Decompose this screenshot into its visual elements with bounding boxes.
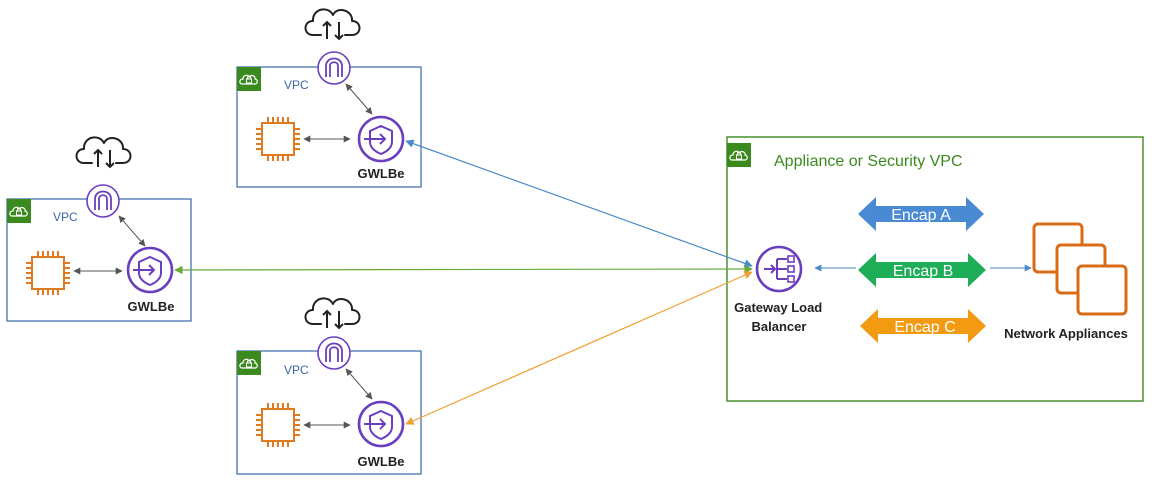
left-vpc-traffic-link: [174, 264, 753, 275]
vpc-top: VPC GWLBe: [236, 8, 422, 188]
gwlb-endpoint-icon: [126, 246, 174, 294]
gateway-load-balancer-icon: [755, 245, 803, 293]
security-vpc: Appliance or Security VPC Gateway Load B…: [726, 136, 1144, 402]
ec2-instance-icon: [255, 116, 301, 162]
security-vpc-title: Appliance or Security VPC: [774, 153, 963, 170]
gwlb-endpoint-icon: [357, 400, 405, 448]
internet-gateway-icon: [317, 336, 351, 370]
gateway-label-line1: Gateway Load: [734, 300, 822, 315]
encap-arrow-a: Encap A: [858, 197, 984, 231]
bottom-vpc-traffic-link: [405, 271, 753, 425]
encap-arrow-b: Encap B: [858, 253, 986, 287]
gwlbe-label: GWLBe: [128, 299, 175, 314]
encap-label: Encap B: [893, 263, 953, 280]
vpc-lock-icon: [6, 198, 32, 224]
ec2-instance-icon: [25, 250, 71, 296]
gwlb-endpoint-icon: [357, 115, 405, 163]
gateway-label-line2: Balancer: [752, 319, 807, 334]
vpc-lock-icon: [236, 66, 262, 92]
internet-gateway-icon: [86, 184, 120, 218]
vpc-lock-icon: [236, 350, 262, 376]
network-appliances-icon: [1032, 222, 1128, 316]
gwlbe-label: GWLBe: [358, 454, 405, 469]
vpc-label: VPC: [284, 363, 309, 377]
cloud-icon: [75, 136, 132, 168]
network-appliances-label: Network Appliances: [1004, 326, 1128, 341]
top-vpc-traffic-link: [405, 139, 753, 268]
igw-endpoint-link: [118, 215, 146, 247]
cloud-icon: [304, 8, 361, 40]
vpc-left: VPC GWLBe: [6, 136, 192, 322]
ec2-instance-icon: [255, 402, 301, 448]
igw-endpoint-link: [345, 83, 373, 115]
cloud-icon: [304, 297, 361, 329]
encap-label: Encap A: [891, 207, 951, 224]
gateway-load-balancer-label: Gateway Load Balancer: [734, 300, 826, 334]
vpc-label: VPC: [284, 78, 309, 92]
gwlbe-label: GWLBe: [358, 166, 405, 181]
vpc-bottom: VPC GWLBe: [236, 297, 422, 475]
internet-gateway-icon: [317, 51, 351, 85]
encap-label: Encap C: [894, 319, 955, 336]
vpc-lock-icon: [726, 142, 752, 168]
encap-arrow-c: Encap C: [860, 309, 986, 343]
igw-endpoint-link: [345, 368, 373, 400]
vpc-label: VPC: [53, 210, 78, 224]
